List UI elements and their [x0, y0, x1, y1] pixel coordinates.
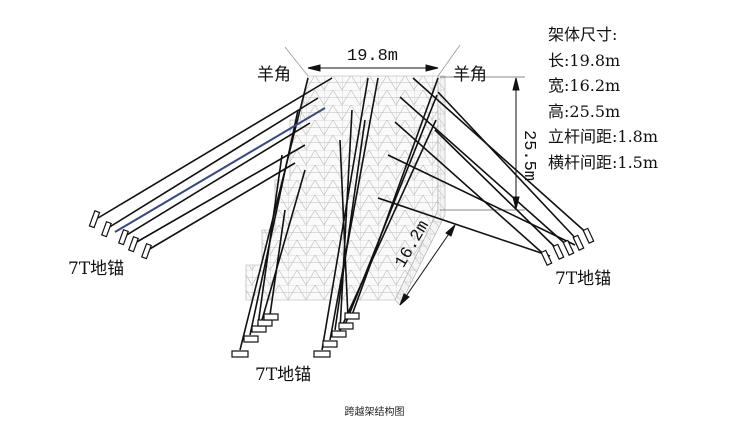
anchor-bottom-label: 7T地锚: [255, 365, 312, 385]
height-dimension: 25.5m: [519, 130, 538, 182]
spec-height: 高:25.5m: [548, 101, 621, 121]
guy-cables: [97, 77, 591, 351]
figure-caption: 跨越架结构图: [344, 407, 405, 418]
width-dimension: 19.8m: [347, 47, 399, 66]
anchor-right-label: 7T地锚: [555, 269, 612, 289]
spec-title: 架体尺寸:: [548, 25, 618, 44]
dimension-lines: [307, 64, 525, 306]
highlight-cable: [114, 107, 326, 233]
spec-bar-spacing: 横杆间距:1.5m: [548, 152, 659, 172]
spec-length: 长:19.8m: [548, 50, 621, 70]
horn-lines: [284, 44, 461, 77]
ground-anchors: [88, 210, 595, 358]
spec-panel: 架体尺寸: 长:19.8m 宽:16.2m 高:25.5m 立杆间距:1.8m …: [548, 22, 658, 175]
horn-left-label: 羊角: [257, 65, 291, 85]
spec-pole-spacing: 立杆间距:1.8m: [548, 127, 659, 146]
spec-width: 宽:16.2m: [548, 76, 621, 95]
anchor-left-label: 7T地锚: [68, 259, 125, 279]
horn-right-label: 羊角: [453, 65, 487, 85]
